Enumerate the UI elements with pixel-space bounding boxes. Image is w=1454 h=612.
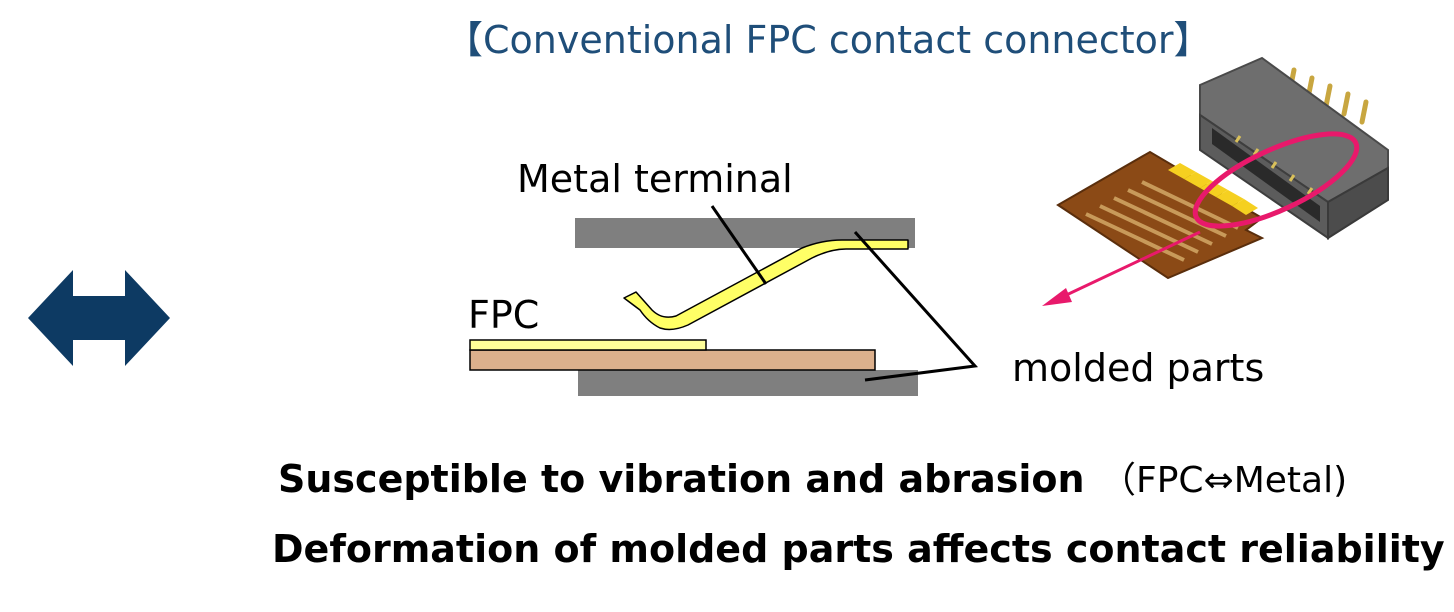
highlight-arrow — [1059, 230, 1201, 300]
highlight-arrowhead — [1042, 288, 1072, 306]
cross-section — [469, 205, 979, 396]
diagram-title: 【Conventional FPC contact connector】 — [445, 18, 1212, 62]
metal-terminal-label: Metal terminal — [517, 157, 793, 201]
molded-parts-label: molded parts — [1012, 346, 1264, 390]
fpc-label: FPC — [468, 293, 539, 337]
leader-metal-terminal — [710, 205, 768, 285]
note-line-1-bold: Susceptible to vibration and abrasion — [278, 457, 1085, 501]
leader-molded-parts — [853, 230, 979, 382]
molded-part-lower — [578, 370, 918, 396]
note-line-2: Deformation of molded parts affects cont… — [272, 527, 1445, 571]
metal-terminal — [623, 239, 909, 331]
double-arrow-icon — [28, 270, 170, 366]
highlight-ellipse — [1192, 131, 1360, 229]
note-line-1-paren: （FPC⇔Metal) — [1100, 460, 1347, 501]
note-line-1: Susceptible to vibration and abrasion （F… — [278, 457, 1347, 501]
fpc-film — [469, 339, 707, 351]
connector-illustration — [1042, 56, 1389, 306]
fpc-substrate — [469, 349, 876, 371]
